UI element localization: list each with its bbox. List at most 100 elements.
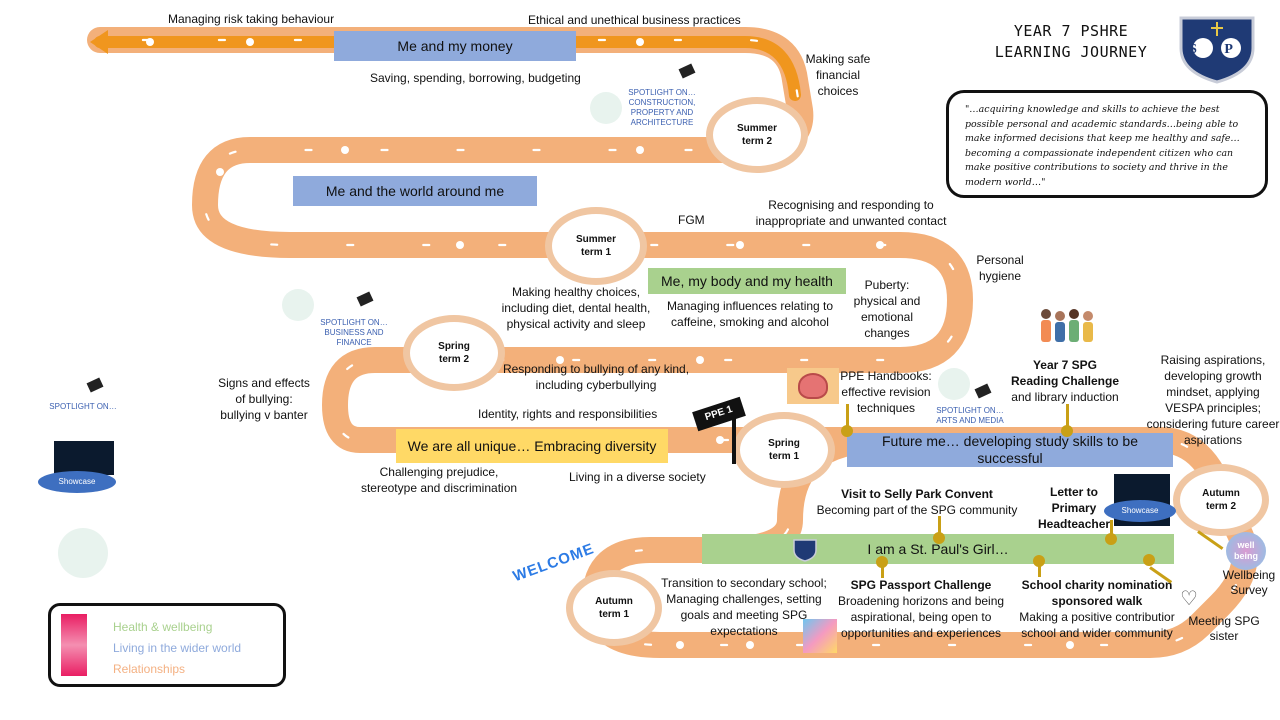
label-charity: School charity nomination sponsored walk… — [1004, 577, 1190, 641]
term-autumn-1: Autumn term 1 — [566, 570, 662, 646]
label-puberty: Puberty: physical and emotional changes — [853, 278, 921, 340]
label-ppe-handbooks: PPE Handbooks: effective revision techni… — [840, 369, 932, 415]
road-dot — [636, 38, 644, 46]
road-dot — [696, 356, 704, 364]
reading-group-icon — [1041, 309, 1093, 342]
passport-art-icon — [803, 619, 837, 653]
label-fgm: FGM — [678, 213, 705, 227]
band-future-me: Future me… developing study skills to be… — [847, 433, 1173, 467]
road-dot — [736, 241, 744, 249]
road-dot — [246, 38, 254, 46]
label-letter-headteacher: Letter to Primary Headteacher — [1038, 485, 1111, 531]
label-transition: Transition to secondary school; Managing… — [661, 576, 827, 638]
label-passport: SPG Passport Challenge Broadening horizo… — [834, 577, 1008, 641]
road-arrow-head — [90, 30, 108, 54]
road-dot — [341, 146, 349, 154]
band-me-my-body: Me, my body and my health — [648, 268, 846, 294]
pin-passport — [881, 564, 884, 578]
label-bullying-response: Responding to bullying of any kind, incl… — [502, 362, 690, 392]
showcase-label: Showcase — [1104, 500, 1176, 522]
legend: Health & wellbeing Living in the wider w… — [48, 603, 286, 687]
wellbeing-badge: well being — [1226, 532, 1266, 570]
legend-relationships: Relationships — [113, 662, 186, 676]
pin-selly — [938, 516, 941, 538]
label-ethical: Ethical and unethical business practices — [528, 13, 741, 27]
road-path-top — [94, 36, 801, 101]
crest-letters: S P — [1189, 42, 1245, 57]
ppe-sign-post — [732, 418, 736, 464]
legend-health: Health & wellbeing — [113, 620, 213, 634]
mascot-face-icon — [58, 528, 108, 578]
road-dot — [676, 641, 684, 649]
showcase-label: Showcase — [38, 471, 116, 493]
passport-title: SPG Passport Challenge — [850, 578, 992, 592]
road-dot — [636, 146, 644, 154]
term-autumn-2: Autumn term 2 — [1173, 464, 1269, 536]
label-hygiene: Personal hygiene — [976, 253, 1024, 283]
road-dot — [716, 436, 724, 444]
label-selly-park: Visit to Selly Park Convent Becoming par… — [812, 486, 1022, 518]
showcase-stage-icon — [54, 441, 114, 475]
selly-sub: Becoming part of the SPG community — [816, 503, 1018, 517]
mission-quote: "…acquiring knowledge and skills to achi… — [946, 90, 1268, 198]
label-influences: Managing influences relating to caffeine… — [666, 299, 834, 329]
label-wellbeing-survey: Wellbeing Survey — [1222, 568, 1276, 597]
reading-title: Year 7 SPG Reading Challenge — [1010, 358, 1120, 388]
pin-head-selly — [933, 532, 945, 544]
label-signs-bullying: Signs and effects of bullying: bullying … — [218, 376, 310, 422]
pin-charity — [1038, 563, 1041, 577]
pin-reading — [1066, 404, 1069, 430]
label-saving: Saving, spending, borrowing, budgeting — [370, 71, 581, 85]
legend-wider-world: Living in the wider world — [113, 641, 242, 655]
road-dot — [456, 241, 464, 249]
label-identity: Identity, rights and responsibilities — [478, 407, 658, 421]
showcase-badge: Showcase — [38, 441, 120, 493]
heart-icon: ♡ — [1180, 588, 1198, 610]
spotlight-construction: SPOTLIGHT ON… CONSTRUCTION, PROPERTY AND… — [628, 88, 696, 127]
road-dot — [216, 168, 224, 176]
pin-letter — [1110, 520, 1113, 538]
page-title: YEAR 7 PSHRE LEARNING JOURNEY — [966, 21, 1176, 63]
mascot-face-icon — [938, 368, 970, 400]
label-reading-challenge: Year 7 SPG Reading Challenge and library… — [1010, 357, 1120, 405]
road-dot — [876, 241, 884, 249]
pin-ppe — [846, 404, 849, 430]
term-spring-2: Spring term 2 — [403, 315, 505, 391]
label-meeting-sister: Meeting SPG sister — [1188, 614, 1260, 643]
spotlight-generic: SPOTLIGHT ON… — [49, 402, 117, 411]
band-me-and-the-world: Me and the world around me — [293, 176, 537, 206]
mascot-face-icon — [282, 289, 314, 321]
pin-head-ppe — [841, 425, 853, 437]
spotlight-business: SPOTLIGHT ON… BUSINESS AND FINANCE — [320, 318, 388, 347]
title-line-2: LEARNING JOURNEY — [994, 43, 1148, 61]
term-summer-2: Summer term 2 — [706, 97, 808, 173]
passport-sub: Broadening horizons and being aspiration… — [837, 594, 1005, 640]
school-crest-icon: S P — [1179, 16, 1255, 84]
road-dot — [746, 641, 754, 649]
term-spring-1: Spring term 1 — [733, 412, 835, 488]
title-line-1: YEAR 7 PSHRE — [1013, 22, 1129, 40]
road-dot — [1066, 641, 1074, 649]
charity-sub: Making a positive contributior school an… — [1019, 610, 1175, 640]
label-recognising: Recognising and responding to inappropri… — [755, 198, 947, 228]
label-safe-financial: Making safe financial choices — [805, 52, 871, 98]
pin-head-sister — [1143, 554, 1155, 566]
band-me-and-my-money: Me and my money — [334, 31, 576, 61]
term-summer-1: Summer term 1 — [545, 207, 647, 285]
pin-head-letter — [1105, 533, 1117, 545]
label-managing-risk: Managing risk taking behaviour — [168, 12, 335, 26]
band-st-pauls-girl: I am a St. Paul's Girl… — [702, 534, 1174, 564]
legend-swatch-icon — [61, 614, 87, 676]
showcase-badge: Showcase — [1104, 474, 1176, 526]
road-dot — [556, 356, 564, 364]
band-we-are-all-unique: We are all unique… Embracing diversity — [396, 429, 668, 463]
selly-title: Visit to Selly Park Convent — [841, 487, 993, 501]
pin-head-passport — [876, 556, 888, 568]
label-prejudice: Challenging prejudice, stereotype and di… — [360, 465, 518, 495]
spotlight-arts: SPOTLIGHT ON… ARTS AND MEDIA — [936, 406, 1004, 425]
pin-head-charity — [1033, 555, 1045, 567]
label-aspirations: Raising aspirations, developing growth m… — [1146, 353, 1280, 447]
charity-title: School charity nomination sponsored walk — [1021, 578, 1173, 608]
label-diverse: Living in a diverse society — [569, 470, 706, 484]
crest-small-icon — [793, 539, 817, 562]
